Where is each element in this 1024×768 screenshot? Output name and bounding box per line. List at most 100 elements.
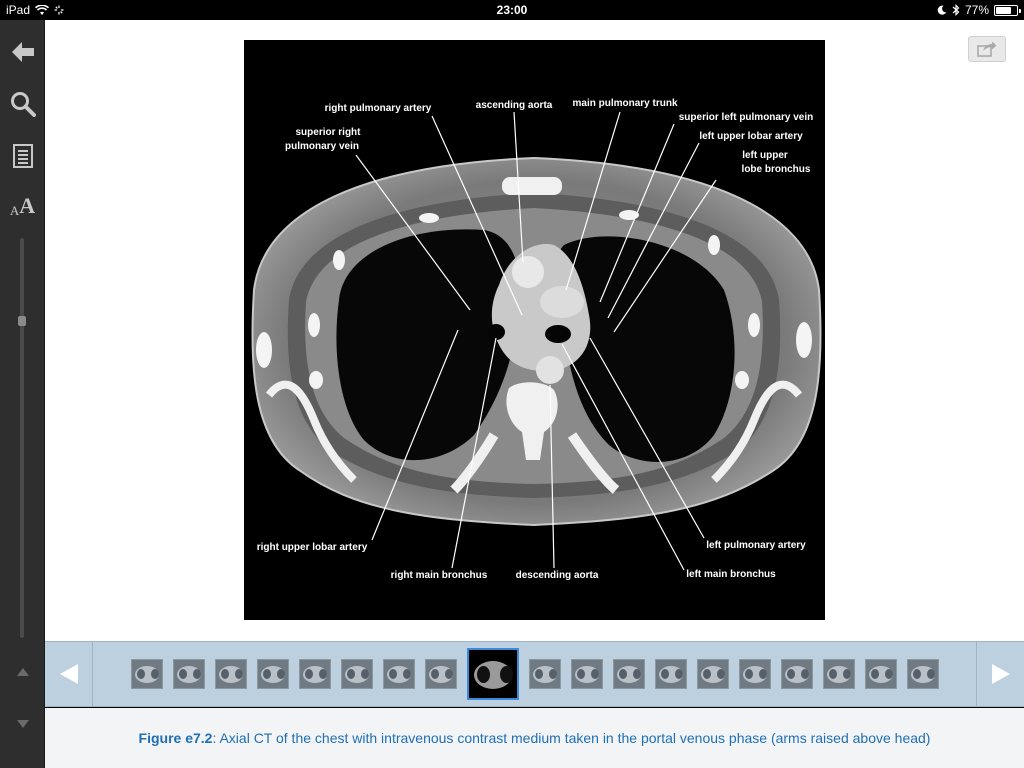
- thumbnail[interactable]: [425, 659, 457, 689]
- moon-icon: [937, 5, 947, 15]
- thumbnail[interactable]: [655, 659, 687, 689]
- thumbnail[interactable]: [697, 659, 729, 689]
- thumbnail[interactable]: [383, 659, 415, 689]
- status-bar: iPad 23:00 77%: [0, 0, 1024, 20]
- book-page: right pulmonary artery ascending aorta m…: [45, 20, 1024, 641]
- thumbnail[interactable]: [823, 659, 855, 689]
- thumbnail[interactable]: [299, 659, 331, 689]
- figure-caption-bar: Figure e7.2: Axial CT of the chest with …: [45, 708, 1024, 768]
- ct-spinal-processes: [450, 432, 620, 494]
- share-button[interactable]: [968, 36, 1006, 62]
- ct-descending-aorta[interactable]: [536, 356, 564, 384]
- battery-percent: 77%: [964, 3, 989, 17]
- thumbnail[interactable]: [865, 659, 897, 689]
- thumbnail-lung-shape: [277, 669, 286, 679]
- next-figure-button[interactable]: [976, 642, 1024, 706]
- ct-right-scapula: [265, 380, 357, 483]
- wifi-icon: [35, 4, 50, 15]
- previous-figure-button[interactable]: [45, 642, 93, 706]
- page-down-button[interactable]: [0, 704, 45, 744]
- thumbnail-lung-shape: [445, 669, 454, 679]
- ct-ribs: [256, 210, 812, 389]
- thumbnail-lung-shape: [430, 669, 439, 679]
- back-arrow-icon: [11, 42, 34, 62]
- thumbnail-lung-shape: [534, 669, 543, 679]
- battery-fill: [996, 6, 1012, 14]
- thumbnail[interactable]: [613, 659, 645, 689]
- thumbnail-lung-shape: [591, 669, 600, 679]
- thumbnail-lung-shape: [660, 669, 669, 679]
- ct-right-main-bronchus-shape[interactable]: [487, 324, 505, 340]
- contents-button[interactable]: [0, 136, 45, 176]
- font-size-button[interactable]: A A: [0, 186, 45, 226]
- status-left: iPad: [6, 3, 64, 17]
- thumbnail-lung-shape: [151, 669, 160, 679]
- thumbnail-lung-shape: [912, 669, 921, 679]
- label-left-main-bronchus: left main bronchus: [686, 569, 776, 580]
- thumbnail-lung-shape: [828, 669, 837, 679]
- thumbnail-lung-shape: [786, 669, 795, 679]
- label-left-upper-lobar-artery: left upper lobar artery: [699, 131, 803, 142]
- page-slider[interactable]: [20, 238, 24, 638]
- battery-icon: [994, 4, 1021, 16]
- thumbnail-lung-shape: [633, 669, 642, 679]
- figure-id: Figure e7.2: [138, 730, 213, 746]
- thumbnail[interactable]: [529, 659, 561, 689]
- thumbnail-strip: [45, 641, 1024, 707]
- triangle-left-icon: [59, 664, 78, 684]
- thumbnail-lung-shape: [346, 669, 355, 679]
- page-slider-handle[interactable]: [18, 316, 26, 326]
- thumbnail-lung-shape: [361, 669, 370, 679]
- reader-toolbar: A A: [0, 20, 45, 768]
- thumbnail-lung-shape: [262, 669, 271, 679]
- ct-left-main-bronchus-shape[interactable]: [545, 325, 571, 343]
- label-right-main-bronchus: right main bronchus: [391, 570, 488, 581]
- activity-spinner-icon: [54, 5, 64, 15]
- ct-right-lung[interactable]: [336, 229, 521, 461]
- label-left-upper-lobe-bronchus-line2: lobe bronchus: [742, 164, 811, 175]
- thumbnail-lung-shape: [193, 669, 202, 679]
- thumbnail-lung-shape: [576, 669, 585, 679]
- thumbnail-lung-shape: [403, 669, 412, 679]
- ct-pulmonary-trunk[interactable]: [540, 286, 584, 318]
- thumbnail[interactable]: [173, 659, 205, 689]
- back-button[interactable]: [0, 32, 45, 72]
- page-up-icon: [16, 668, 29, 676]
- ct-left-lung[interactable]: [556, 236, 735, 462]
- contents-icon: [12, 144, 33, 168]
- label-superior-left-pulmonary-vein: superior left pulmonary vein: [679, 112, 813, 123]
- thumbnail-lung-shape: [388, 669, 397, 679]
- thumbnail-lung-shape: [702, 669, 711, 679]
- thumbnail-lung-shape: [717, 669, 726, 679]
- font-size-icon: A A: [10, 193, 35, 219]
- thumbnail-active[interactable]: [467, 648, 519, 700]
- thumbnail[interactable]: [131, 659, 163, 689]
- thumbnail-lung-shape: [136, 669, 145, 679]
- thumbnail[interactable]: [571, 659, 603, 689]
- thumbnail[interactable]: [739, 659, 771, 689]
- thumbnail-lung-shape: [927, 669, 936, 679]
- triangle-right-icon: [991, 664, 1010, 684]
- thumbnail[interactable]: [257, 659, 289, 689]
- thumbnail-lung-shape: [618, 669, 627, 679]
- clock: 23:00: [496, 3, 528, 17]
- thumbnail[interactable]: [341, 659, 373, 689]
- label-left-upper-lobe-bronchus-line1: left upper: [742, 150, 788, 161]
- thumbnail-lung-shape: [319, 669, 328, 679]
- page-up-button[interactable]: [0, 652, 45, 692]
- ct-sternum: [502, 177, 562, 195]
- thumbnail[interactable]: [907, 659, 939, 689]
- font-small-glyph: A: [9, 203, 20, 218]
- font-large-glyph: A: [19, 193, 36, 218]
- search-button[interactable]: [0, 84, 45, 124]
- label-descending-aorta: descending aorta: [516, 570, 599, 581]
- thumbnail[interactable]: [781, 659, 813, 689]
- ct-vertebra: [506, 382, 558, 460]
- label-right-upper-lobar-artery: right upper lobar artery: [257, 542, 368, 553]
- thumbnail[interactable]: [215, 659, 247, 689]
- ct-image-figure[interactable]: right pulmonary artery ascending aorta m…: [244, 40, 825, 620]
- ct-ascending-aorta[interactable]: [512, 256, 544, 288]
- label-left-pulmonary-artery: left pulmonary artery: [706, 540, 806, 551]
- thumbnail-lung-shape: [477, 666, 491, 683]
- label-superior-right-pulmonary-vein-line2: pulmonary vein: [285, 141, 359, 152]
